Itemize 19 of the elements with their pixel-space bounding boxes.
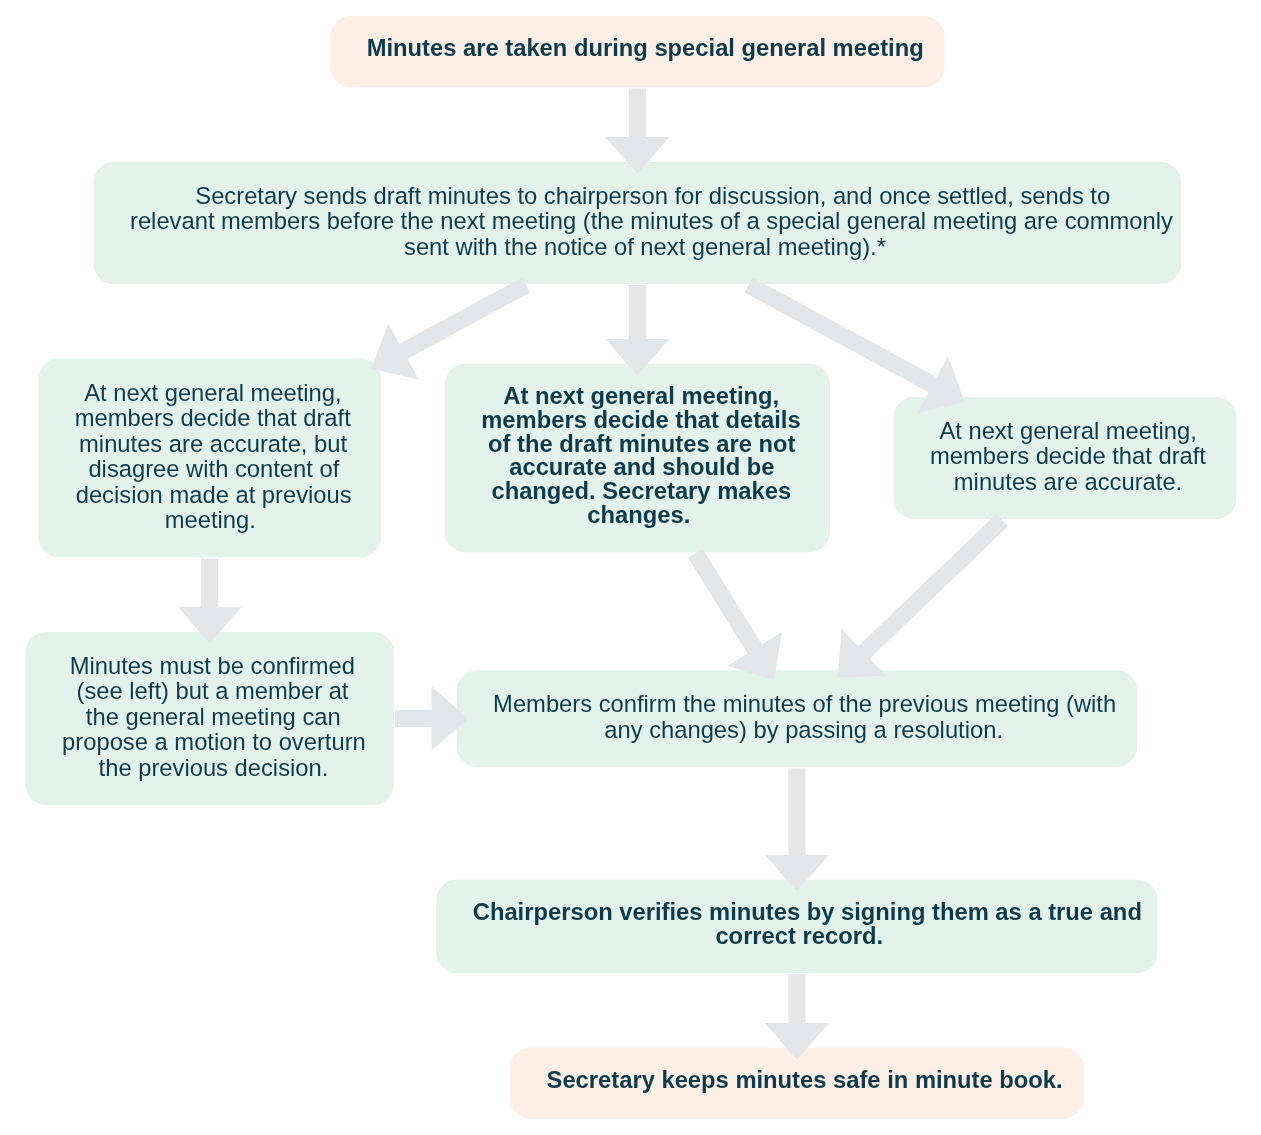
arrow (394, 686, 468, 751)
arrow (744, 277, 965, 413)
node-box: At next general meeting, members decide that details of the draft minutes are not accurate and should be changed. Secretary makes changes. (442, 362, 832, 554)
arrow (837, 513, 1008, 678)
node-box: At next general meeting, members decide that draft minutes are accurate. (891, 395, 1238, 521)
node-box: Chairperson verifies minutes by signing them as a true and correct record. (434, 878, 1159, 975)
node-box: Members confirm the minutes of the previous meeting (with any changes) by passing a resolution. (454, 668, 1139, 769)
node-box: Secretary keeps minutes safe in minute book. (507, 1046, 1085, 1121)
node-box: Minutes are taken during special general meeting (328, 14, 946, 89)
node-box: Minutes must be confirmed (see left) but a member at the general meeting can propose a motion to overturn the previous decision. (23, 630, 396, 807)
node-box: At next general meeting, members decide that draft minutes are accurate, but disagree with content of decision made at previous meeting. (36, 357, 383, 559)
arrow (764, 768, 829, 892)
node-box: Secretary sends draft minutes to chairperson for discussion, and once settled, sends to relevant members before the next meeting (the minutes of a special general meeting are commonly sent with the notice of next general meeting).* (91, 160, 1183, 286)
arrow (687, 548, 782, 681)
arrow (604, 285, 669, 376)
arrow (764, 974, 829, 1060)
arrow (604, 88, 669, 174)
arrow (177, 558, 242, 644)
arrow (370, 277, 530, 380)
